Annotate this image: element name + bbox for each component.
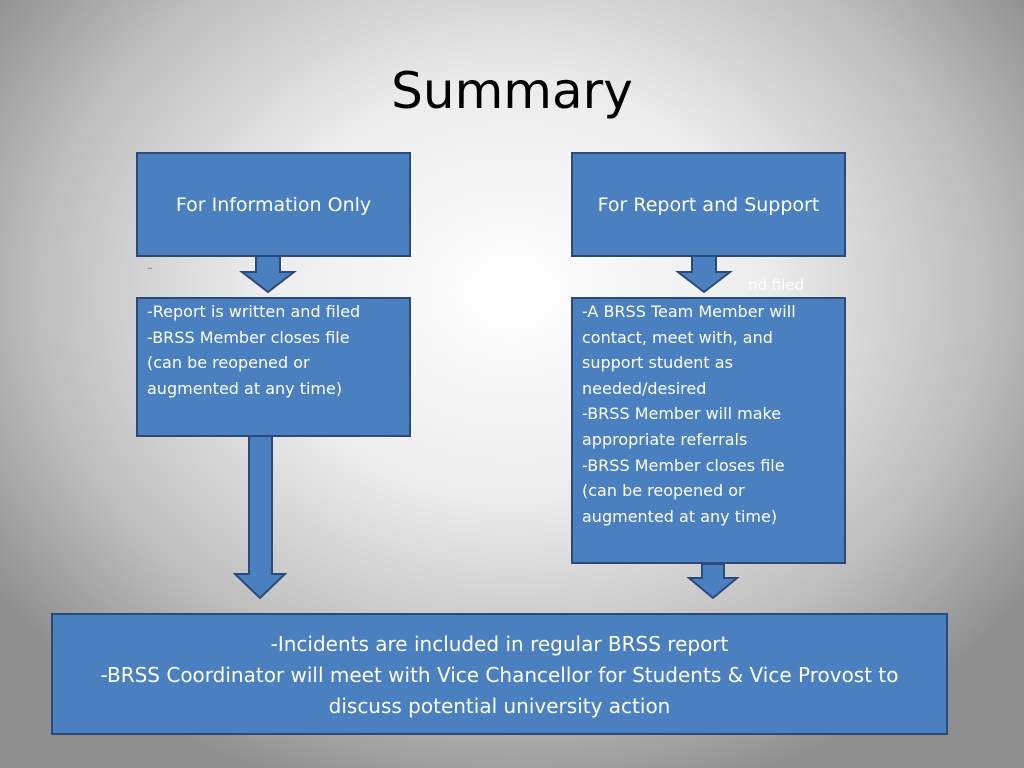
right-header-label: For Report and Support: [597, 193, 820, 216]
right-body-line: contact, meet with, and: [582, 327, 773, 347]
left-body-line: -BRSS Member closes file: [147, 327, 350, 347]
left-body-line: (can be reopened or: [147, 353, 310, 373]
left-body-box: -Report is written and filed -BRSS Membe…: [136, 297, 411, 437]
bottom-body-line: -BRSS Coordinator will meet with Vice Ch…: [100, 663, 899, 687]
right-header-box: For Report and Support: [571, 152, 846, 257]
bottom-body-line: discuss potential university action: [328, 694, 671, 718]
bottom-body-line: -Incidents are included in regular BRSS …: [270, 632, 729, 656]
arrow-left-body-to-bottom: [232, 435, 288, 600]
right-body-line: needed/desired: [582, 378, 707, 398]
right-body-line: -BRSS Member will make: [582, 404, 782, 424]
right-body-line: appropriate referrals: [582, 429, 748, 449]
arrow-right-header-to-body: [675, 255, 733, 294]
right-body-line: augmented at any time): [582, 506, 778, 526]
right-body-box: -A BRSS Team Member will contact, meet w…: [571, 297, 846, 564]
slide-title: Summary: [391, 62, 633, 120]
bottom-summary-box: -Incidents are included in regular BRSS …: [51, 613, 948, 735]
left-header-box: For Information Only: [136, 152, 411, 257]
right-body-line: support student as: [582, 353, 733, 373]
left-body-line: augmented at any time): [147, 378, 343, 398]
right-ghost-text: nd filed: [748, 276, 805, 294]
left-stray-mark: ¨: [147, 266, 153, 280]
arrow-left-header-to-body: [239, 255, 297, 294]
right-body-line: -A BRSS Team Member will: [582, 302, 796, 321]
left-body-line: -Report is written and filed: [147, 302, 361, 321]
left-header-label: For Information Only: [175, 193, 372, 216]
right-body-line: -BRSS Member closes file: [582, 455, 785, 475]
right-body-line: (can be reopened or: [582, 481, 745, 501]
arrow-right-body-to-bottom: [686, 563, 740, 600]
